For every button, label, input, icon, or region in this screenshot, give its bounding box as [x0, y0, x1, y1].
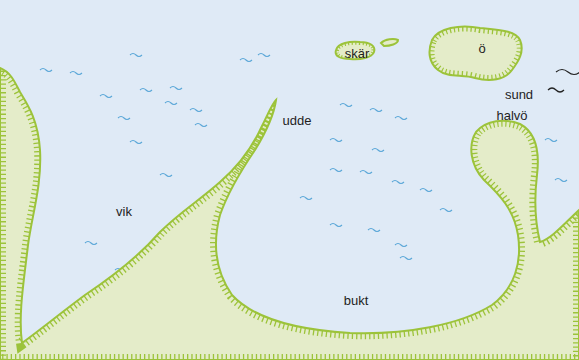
wave-stroke	[330, 224, 342, 227]
wave-stroke	[330, 139, 342, 142]
wave-stroke	[440, 209, 452, 212]
feature-label: halvö	[496, 109, 527, 122]
wave-stroke	[190, 109, 202, 112]
wave-stroke	[165, 102, 177, 105]
wave-stroke	[392, 181, 404, 184]
wave-stroke	[70, 72, 82, 75]
wave-stroke	[555, 179, 567, 182]
wave-stroke	[140, 89, 152, 92]
wave-stroke	[160, 174, 172, 177]
wave-stroke	[300, 197, 312, 200]
wave-stroke	[195, 124, 207, 127]
wave-stroke	[330, 169, 342, 172]
wave-stroke	[340, 104, 352, 107]
wave-stroke	[400, 257, 412, 260]
wave-stroke	[395, 117, 407, 120]
wave-stroke	[100, 95, 112, 98]
feature-label: ö	[478, 42, 485, 55]
wave-stroke	[170, 87, 182, 90]
wave-stroke	[420, 189, 432, 192]
wave-stroke	[368, 229, 380, 232]
wave-stroke	[85, 242, 97, 245]
wave-stroke	[40, 69, 52, 72]
wave-stroke	[372, 149, 384, 152]
feature-label: vik	[116, 205, 132, 218]
wave-stroke	[370, 109, 382, 112]
wave-stroke	[258, 54, 270, 57]
wave-stroke	[360, 171, 372, 174]
wave-stroke	[545, 139, 557, 142]
feature-label: bukt	[344, 294, 369, 307]
feature-label: udde	[283, 114, 312, 127]
wave-stroke	[240, 59, 252, 62]
wave-stroke	[118, 117, 130, 120]
wave-stroke	[130, 54, 142, 57]
feature-label: skär	[345, 47, 370, 60]
wave-stroke	[130, 141, 142, 144]
wave-stroke	[395, 244, 407, 247]
feature-label: sund	[505, 88, 533, 101]
